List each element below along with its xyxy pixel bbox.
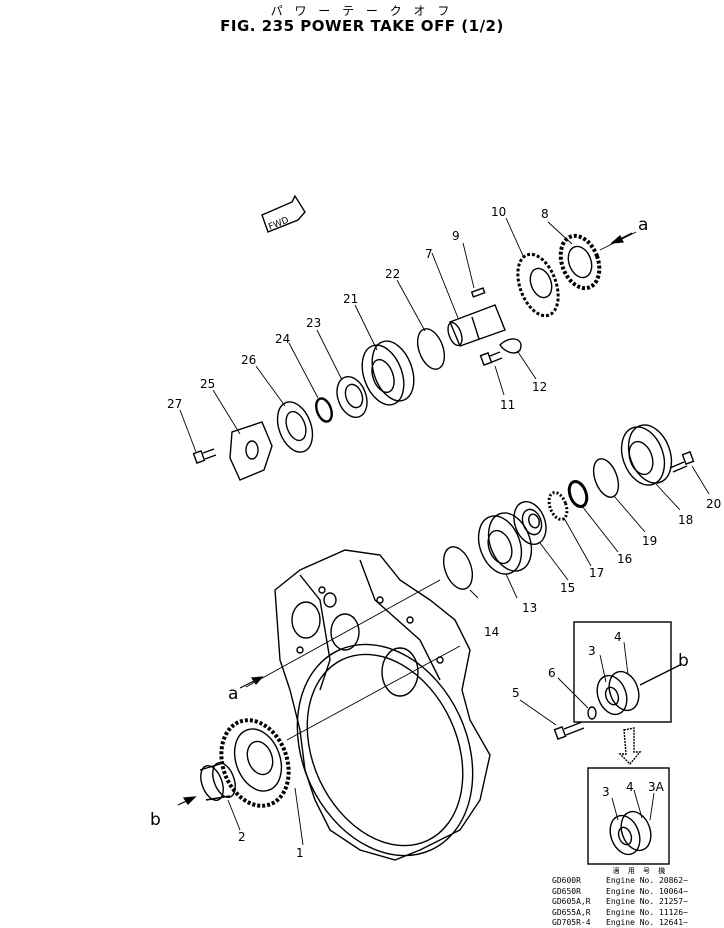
engine-row: GD605A,R Engine No. 21257~ xyxy=(552,897,688,907)
callout-6: 6 xyxy=(548,666,556,680)
view-a-top: a xyxy=(638,215,648,235)
inset-callout-3a: 3A xyxy=(648,780,665,794)
part-5-bolt xyxy=(553,721,585,740)
view-b-left: b xyxy=(150,810,161,830)
callout-18: 18 xyxy=(678,513,693,527)
callout-7: 7 xyxy=(425,247,433,261)
engine-model: GD705R-4 xyxy=(552,918,591,928)
part-23-bearing xyxy=(336,375,368,419)
fwd-label: FWD xyxy=(267,216,290,233)
callout-27: 27 xyxy=(167,397,182,411)
callout-12: 12 xyxy=(532,380,547,394)
engine-model: GD650R xyxy=(552,886,581,896)
engine-number: Engine No. 11126~ xyxy=(606,907,688,917)
part-16-nut xyxy=(567,479,589,509)
japanese-title: パ ワ ー テ ー ク オ フ xyxy=(270,4,454,18)
part-8-gear xyxy=(558,233,602,291)
engine-table-header: 適 用 号 機 xyxy=(612,867,668,875)
callout-10: 10 xyxy=(491,205,506,219)
callout-3: 3 xyxy=(588,644,596,658)
part-24-snap-ring xyxy=(315,397,333,423)
engine-number: Engine No. 20862~ xyxy=(606,876,688,886)
view-arrows xyxy=(177,232,633,806)
callout-26: 26 xyxy=(241,353,256,367)
leader-lines xyxy=(179,217,710,846)
callout-22: 22 xyxy=(385,267,400,281)
part-26-gasket xyxy=(276,401,314,453)
callout-15: 15 xyxy=(560,581,575,595)
part-27-bolt xyxy=(192,448,217,464)
part-1-gear xyxy=(219,718,291,808)
engine-model: GD600R xyxy=(552,876,581,886)
callout-9: 9 xyxy=(452,229,460,243)
fwd-arrow xyxy=(261,194,306,233)
part-22-o-ring xyxy=(416,328,446,370)
part-10-gear xyxy=(516,252,560,318)
inset-variant-detail xyxy=(587,767,670,865)
flywheel-housing xyxy=(274,549,491,861)
part-25-cover xyxy=(229,421,273,481)
engine-model: GD655A,R xyxy=(552,907,591,917)
engine-number: Engine No. 12641~ xyxy=(606,918,688,928)
engine-model: GD605A,R xyxy=(552,897,591,907)
callout-4: 4 xyxy=(614,630,622,644)
part-14-o-ring xyxy=(442,546,474,590)
engine-number: Engine No. 10064~ xyxy=(606,886,688,896)
engine-row: GD655A,R Engine No. 11126~ xyxy=(552,908,688,918)
engine-row: GD650R Engine No. 10064~ xyxy=(552,887,688,897)
callout-5: 5 xyxy=(512,686,520,700)
engine-row: GD705R-4 Engine No. 12641~ xyxy=(552,918,688,928)
part-2-bushing xyxy=(199,762,236,801)
part-13-carrier xyxy=(477,512,533,575)
inset-b-detail xyxy=(573,621,681,723)
callout-23: 23 xyxy=(306,316,321,330)
callout-8: 8 xyxy=(541,207,549,221)
inset-callout-3: 3 xyxy=(602,785,610,799)
engine-applicability-table: 適 用 号 機 GD600R Engine No. 20862~ GD650R En… xyxy=(552,866,688,928)
part-21-carrier xyxy=(361,340,415,406)
view-a-left: a xyxy=(228,684,238,704)
inset-callout-4: 4 xyxy=(626,780,634,794)
part-6-washer xyxy=(587,706,597,720)
callout-16: 16 xyxy=(617,552,632,566)
engine-number: Engine No. 21257~ xyxy=(606,897,688,907)
callout-20: 20 xyxy=(706,497,721,511)
callout-numbers: 1 2 3 4 5 6 7 8 9 10 11 12 13 14 15 16 1… xyxy=(167,205,721,860)
callout-11: 11 xyxy=(500,398,515,412)
view-letters: a a b b xyxy=(150,215,689,830)
callout-1: 1 xyxy=(296,846,304,860)
callout-25: 25 xyxy=(200,377,215,391)
part-19-o-ring xyxy=(592,458,620,498)
view-b-right: b xyxy=(678,651,689,671)
callout-2: 2 xyxy=(238,830,246,844)
part-11-bolt xyxy=(479,351,503,366)
part-20-bolt xyxy=(669,451,695,473)
part-15-bearing xyxy=(513,500,547,546)
figure-title: FIG. 235 POWER TAKE OFF (1/2) xyxy=(220,17,504,35)
part-17-washer xyxy=(547,491,569,521)
callout-13: 13 xyxy=(522,601,537,615)
part-12-clip xyxy=(499,338,522,354)
callout-19: 19 xyxy=(642,534,657,548)
callout-24: 24 xyxy=(275,332,290,346)
arrow-down xyxy=(618,727,642,766)
part-9-key xyxy=(470,287,486,298)
part-18-cover xyxy=(620,424,673,486)
callout-14: 14 xyxy=(484,625,499,639)
callout-17: 17 xyxy=(589,566,604,580)
engine-row: GD600R Engine No. 20862~ xyxy=(552,876,688,886)
part-7-shaft xyxy=(447,304,506,347)
callout-21: 21 xyxy=(343,292,358,306)
